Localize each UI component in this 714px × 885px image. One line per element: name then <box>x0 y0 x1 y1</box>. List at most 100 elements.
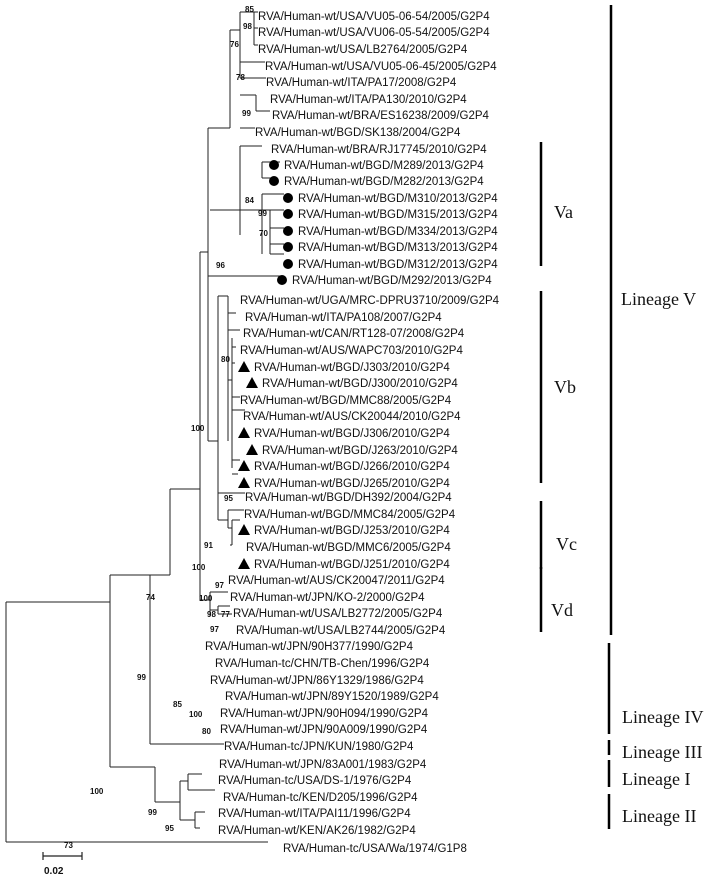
bootstrap-value: 100 <box>189 710 203 719</box>
bootstrap-value: 80 <box>202 727 211 736</box>
circle-marker-icon <box>283 193 293 203</box>
leaf-label: RVA/Human-wt/USA/VU05-06-45/2005/G2P4 <box>265 61 497 73</box>
triangle-marker-icon <box>238 477 250 488</box>
leaf-label: RVA/Human-wt/BGD/J253/2010/G2P4 <box>254 525 450 537</box>
bootstrap-value: 97 <box>215 581 224 590</box>
leaf-label: RVA/Human-wt/BGD/J306/2010/G2P4 <box>254 428 450 440</box>
bootstrap-value: 98 <box>243 22 252 31</box>
leaf-label: RVA/Human-wt/JPN/89Y1520/1989/G2P4 <box>225 691 439 703</box>
tree-branches <box>5 11 284 843</box>
leaf-label: RVA/Human-wt/BGD/M312/2013/G2P4 <box>298 259 498 271</box>
triangle-marker-icon <box>238 558 250 569</box>
bootstrap-value: 95 <box>165 824 174 833</box>
leaf-label: RVA/Human-wt/ITA/PAI11/1996/G2P4 <box>218 808 411 820</box>
leaf-label: RVA/Human-wt/BGD/SK138/2004/G2P4 <box>255 127 461 139</box>
bootstrap-value: 74 <box>146 593 155 602</box>
bootstrap-value: 91 <box>204 541 213 550</box>
leaf-label: RVA/Human-wt/BGD/M282/2013/G2P4 <box>284 176 484 188</box>
bootstrap-value: 96 <box>216 261 225 270</box>
triangle-marker-icon <box>238 524 250 535</box>
bootstrap-value: 100 <box>192 563 206 572</box>
leaf-label: RVA/Human-wt/BGD/M289/2013/G2P4 <box>284 160 484 172</box>
leaf-label: RVA/Human-wt/BGD/J263/2010/G2P4 <box>262 445 458 457</box>
group-label: Lineage V <box>621 289 696 309</box>
leaf-label: RVA/Human-tc/KEN/D205/1996/G2P4 <box>223 792 418 804</box>
bootstrap-value: 100 <box>90 787 104 796</box>
group-label: Lineage I <box>622 769 690 789</box>
leaf-label: RVA/Human-wt/ITA/PA108/2007/G2P4 <box>245 312 442 324</box>
leaf-label: RVA/Human-wt/ITA/PA130/2010/G2P4 <box>270 94 467 106</box>
triangle-marker-icon <box>238 361 250 372</box>
leaf-label: RVA/Human-wt/USA/VU06-05-54/2005/G2P4 <box>258 27 490 39</box>
leaf-label: RVA/Human-wt/BGD/J265/2010/G2P4 <box>254 478 450 490</box>
bootstrap-value: 85 <box>245 5 254 14</box>
leaf-label: RVA/Human-wt/JPN/90H094/1990/G2P4 <box>220 708 429 720</box>
circle-marker-icon <box>269 176 279 186</box>
leaf-label: RVA/Human-wt/BGD/MMC88/2005/G2P4 <box>240 395 452 407</box>
leaf-label: RVA/Human-wt/BGD/J266/2010/G2P4 <box>254 461 450 473</box>
leaf-label: RVA/Human-wt/USA/LB2744/2005/G2P4 <box>236 625 446 637</box>
leaf-label: RVA/Human-wt/JPN/90H377/1990/G2P4 <box>205 641 414 653</box>
bootstrap-value: 77 <box>221 610 230 619</box>
leaf-label: RVA/Human-wt/AUS/WAPC703/2010/G2P4 <box>240 345 463 357</box>
bootstrap-value: 99 <box>137 673 146 682</box>
triangle-marker-icon <box>238 427 250 438</box>
leaf-label: RVA/Human-wt/ITA/PA17/2008/G2P4 <box>266 77 457 89</box>
bootstrap-value: 95 <box>224 494 233 503</box>
bootstrap-value: 98 <box>207 610 216 619</box>
leaf-label: RVA/Human-wt/JPN/KO-2/2000/G2P4 <box>230 592 425 604</box>
leaf-label: RVA/Human-wt/KEN/AK26/1982/G2P4 <box>218 825 416 837</box>
bootstrap-value: 97 <box>210 625 219 634</box>
leaf-label: RVA/Human-wt/BGD/M334/2013/G2P4 <box>298 226 498 238</box>
leaf-label: RVA/Human-wt/CAN/RT128-07/2008/G2P4 <box>243 328 465 340</box>
group-label: Vb <box>554 377 576 397</box>
leaf-label: RVA/Human-wt/BGD/M292/2013/G2P4 <box>292 275 492 287</box>
bootstrap-value: 85 <box>173 700 182 709</box>
circle-marker-icon <box>269 160 279 170</box>
leaf-label: RVA/Human-wt/BGD/J251/2010/G2P4 <box>254 559 450 571</box>
leaf-label: RVA/Human-wt/BGD/DH392/2004/G2P4 <box>245 492 452 504</box>
triangle-marker-icon <box>246 377 258 388</box>
bootstrap-value: 70 <box>259 229 268 238</box>
triangle-marker-icon <box>246 444 258 455</box>
leaf-label: RVA/Human-wt/BGD/J303/2010/G2P4 <box>254 362 450 374</box>
leaf-label: RVA/Human-wt/BGD/M310/2013/G2P4 <box>298 193 498 205</box>
group-label: Lineage III <box>622 742 702 762</box>
leaf-label: RVA/Human-wt/USA/VU05-06-54/2005/G2P4 <box>258 11 490 23</box>
circle-marker-icon <box>277 275 287 285</box>
group-label: Vc <box>556 534 577 554</box>
circle-marker-icon <box>283 242 293 252</box>
leaf-label: RVA/Human-wt/BGD/M313/2013/G2P4 <box>298 242 498 254</box>
leaf-label: RVA/Human-wt/JPN/83A001/1983/G2P4 <box>219 759 427 771</box>
leaf-label: RVA/Human-wt/AUS/CK20047/2011/G2P4 <box>228 575 445 587</box>
scale-bar-label: 0.02 <box>44 866 64 877</box>
bootstrap-value: 100 <box>199 594 213 603</box>
bootstrap-value: 99 <box>148 808 157 817</box>
leaf-label: RVA/Human-wt/USA/LB2772/2005/G2P4 <box>233 608 443 620</box>
bootstrap-value: 73 <box>64 841 73 850</box>
leaf-label: RVA/Human-wt/AUS/CK20044/2010/G2P4 <box>243 411 461 423</box>
bootstrap-value: 76 <box>230 40 239 49</box>
leaf-label: RVA/Human-wt/BRA/ES16238/2009/G2P4 <box>272 110 490 122</box>
group-label: Va <box>554 202 573 222</box>
leaf-label: RVA/Human-wt/BRA/RJ17745/2010/G2P4 <box>271 144 487 156</box>
bootstrap-value: 99 <box>242 109 251 118</box>
leaf-label: RVA/Human-tc/USA/Wa/1974/G1P8 <box>283 843 467 855</box>
leaf-label: RVA/Human-tc/CHN/TB-Chen/1996/G2P4 <box>215 658 430 670</box>
leaf-markers <box>238 160 293 569</box>
bootstrap-value: 99 <box>258 209 267 218</box>
bootstrap-value: 100 <box>191 424 205 433</box>
group-label: Lineage II <box>622 806 696 826</box>
circle-marker-icon <box>283 209 293 219</box>
leaf-label: RVA/Human-wt/UGA/MRC-DPRU3710/2009/G2P4 <box>240 295 500 307</box>
group-label: Vd <box>551 600 573 620</box>
circle-marker-icon <box>283 226 293 236</box>
leaf-label: RVA/Human-wt/BGD/MMC6/2005/G2P4 <box>246 542 451 554</box>
group-label: Lineage IV <box>622 707 703 727</box>
circle-marker-icon <box>283 259 293 269</box>
bootstrap-value: 78 <box>236 73 245 82</box>
leaf-label: RVA/Human-wt/JPN/86Y1329/1986/G2P4 <box>210 675 424 687</box>
